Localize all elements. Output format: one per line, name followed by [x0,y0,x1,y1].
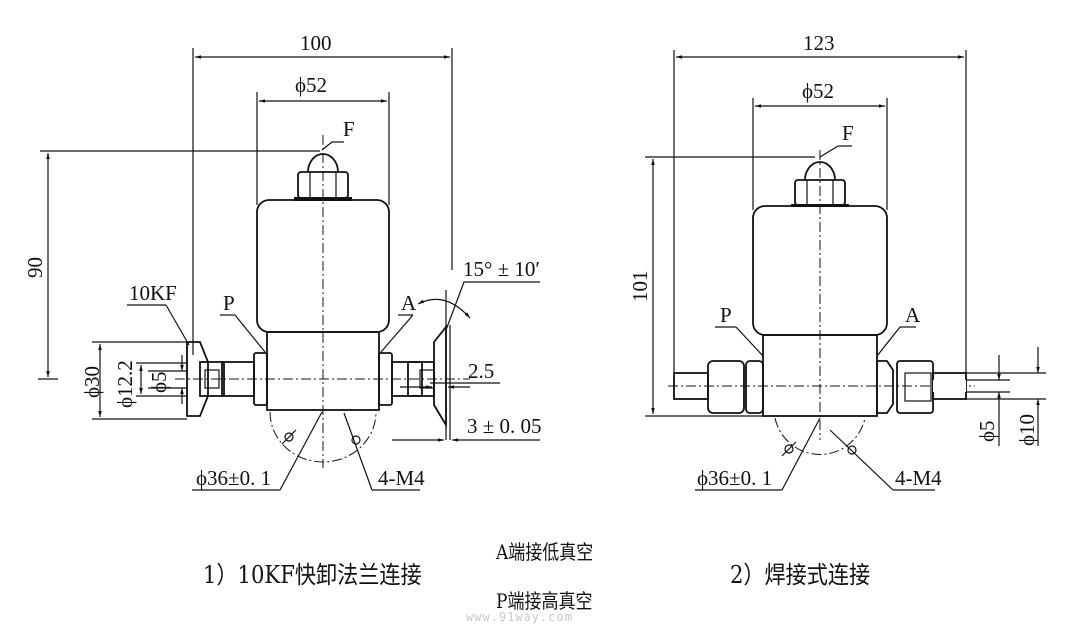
dim-height-2: 101 [628,271,652,303]
dim-bolts: 4-M4 [378,466,425,490]
label-a-2: A [905,303,921,327]
dim-flange-od: ϕ30 [80,366,104,398]
dim-body-diameter-2: ϕ52 [802,79,834,103]
dim-flange-id: ϕ12.2 [113,360,137,408]
dim-overall-width-2: 123 [803,31,835,55]
dim-depth: 2.5 [468,359,494,383]
note-a-port: A端接低真空 [496,540,594,564]
dim-tube-od: ϕ10 [1015,414,1039,446]
caption-flange: 1）10KF快卸法兰连接 [203,561,422,589]
dim-body-diameter: ϕ52 [295,73,327,97]
dim-bolt-circle-2: ϕ36±0. 1 [697,466,772,490]
dim-bore: ϕ5 [147,371,171,393]
label-p-2: P [720,303,732,327]
label-a: A [401,291,417,315]
watermark: www.91way.com [466,610,573,624]
dim-bolts-2: 4-M4 [895,466,942,490]
label-10kf: 10KF [129,281,177,305]
note-p-port: P端接高真空 [496,589,593,613]
label-f-2: F [842,121,854,145]
label-p: P [223,291,235,315]
dim-tube-id: ϕ5 [975,420,999,442]
dim-thickness: 3 ± 0. 05 [467,414,542,438]
drawing-2-weld: 123 ϕ52 101 F P A [628,31,1046,491]
caption-weld: 2）焊接式连接 [730,561,871,589]
dim-bolt-circle: ϕ36±0. 1 [196,466,271,490]
dim-overall-width: 100 [300,31,332,55]
dim-height: 90 [23,257,47,278]
label-f: F [343,117,355,141]
dim-angle: 15° ± 10′ [463,257,540,281]
drawing-1-flange: 100 ϕ52 90 F 10KF [23,31,542,491]
